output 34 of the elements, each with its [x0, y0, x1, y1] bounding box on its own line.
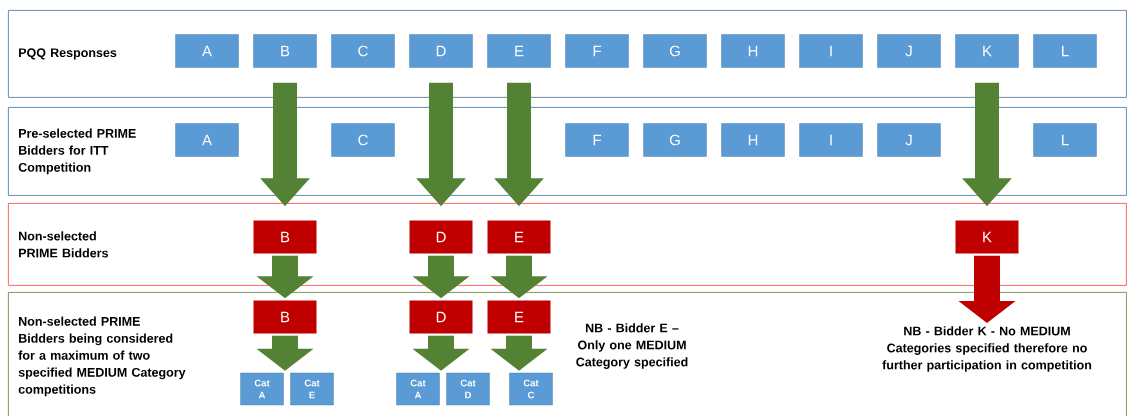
- category-box: Cat A: [396, 372, 440, 406]
- bidder-box: F: [565, 34, 629, 68]
- bidder-box: H: [721, 34, 785, 68]
- bidder-box: E: [487, 34, 551, 68]
- category-box: Cat D: [446, 372, 490, 406]
- bidder-box: L: [1033, 34, 1097, 68]
- bidder-box: H: [721, 123, 785, 157]
- bidder-box: G: [643, 123, 707, 157]
- bidder-box: C: [331, 123, 395, 157]
- bidder-box: J: [877, 123, 941, 157]
- bidder-box: K: [955, 34, 1019, 68]
- bidder-box: L: [1033, 123, 1097, 157]
- category-box: Cat E: [290, 372, 334, 406]
- bidder-box: C: [331, 34, 395, 68]
- note: NB - Bidder K - No MEDIUM Categories specified therefore no further participation in competition: [882, 326, 1092, 372]
- bidder-box: J: [877, 34, 941, 68]
- bidder-box: I: [799, 123, 863, 157]
- bidder-box: I: [799, 34, 863, 68]
- bidder-box: B: [253, 300, 317, 334]
- bidder-box: E: [487, 300, 551, 334]
- bidder-box: D: [409, 220, 473, 254]
- bidder-box: E: [487, 220, 551, 254]
- bidder-box: D: [409, 300, 473, 334]
- bidder-box: F: [565, 123, 629, 157]
- note: NB - Bidder E – Only one MEDIUM Category specified: [576, 323, 688, 369]
- category-box: Cat C: [509, 372, 553, 406]
- bidder-box: A: [175, 123, 239, 157]
- bidder-box: K: [955, 220, 1019, 254]
- category-box: Cat A: [240, 372, 284, 406]
- bidder-box: B: [253, 34, 317, 68]
- bidder-box: A: [175, 34, 239, 68]
- bidder-box: D: [409, 34, 473, 68]
- bidder-box: G: [643, 34, 707, 68]
- bidder-box: B: [253, 220, 317, 254]
